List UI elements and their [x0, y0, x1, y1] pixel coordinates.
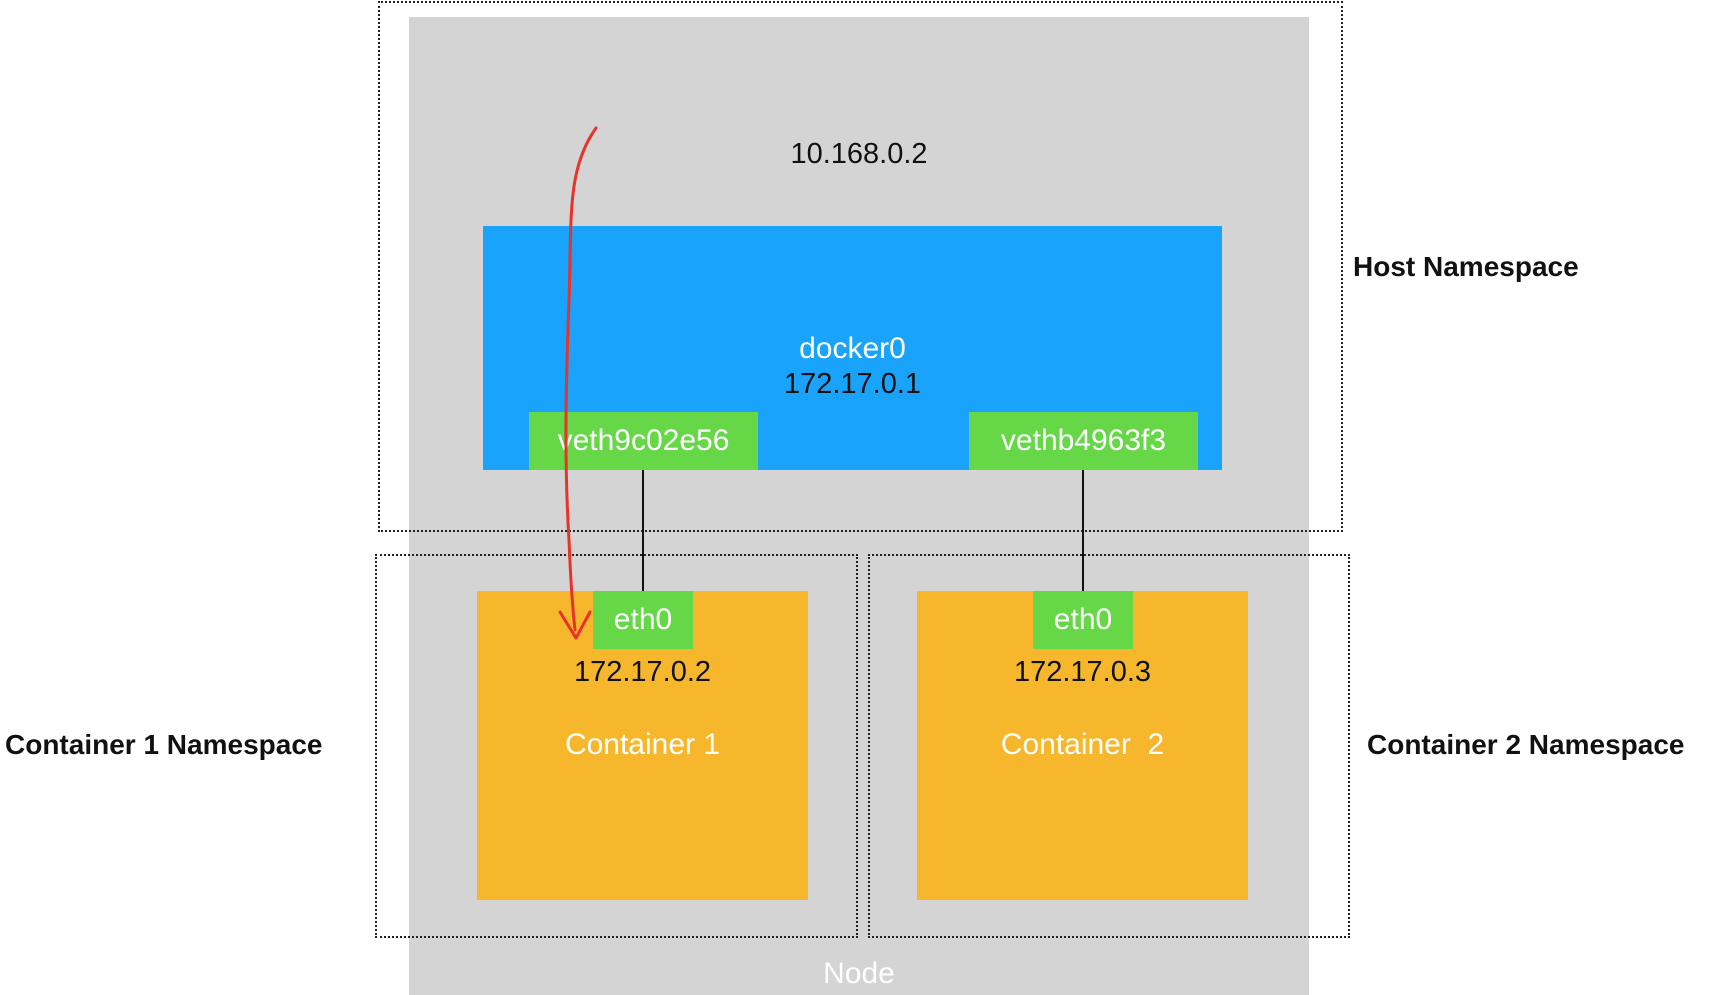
bridge-ip: 172.17.0.1 — [783, 368, 922, 400]
host-ip: 10.168.0.2 — [790, 138, 928, 170]
container-1-ip: 172.17.0.2 — [573, 656, 712, 688]
container-2-namespace-label: Container 2 Namespace — [1367, 729, 1685, 760]
container-1-eth0: eth0 — [593, 591, 693, 649]
node-label: Node — [823, 957, 895, 990]
container-1-namespace-box — [375, 554, 858, 938]
bridge-name: docker0 — [799, 332, 906, 365]
veth-interface-2: vethb4963f3 — [969, 412, 1198, 470]
container-1-name: Container 1 — [564, 728, 721, 761]
host-namespace-box — [378, 1, 1343, 532]
container-2-eth0: eth0 — [1033, 591, 1133, 649]
veth-interface-1: veth9c02e56 — [529, 412, 758, 470]
container-1-namespace-label: Container 1 Namespace — [5, 729, 323, 760]
container-2-name: Container 2 — [1000, 728, 1165, 761]
container-2-namespace-box — [868, 554, 1350, 938]
host-namespace-label: Host Namespace — [1353, 251, 1579, 282]
container-2-ip: 172.17.0.3 — [1013, 656, 1152, 688]
